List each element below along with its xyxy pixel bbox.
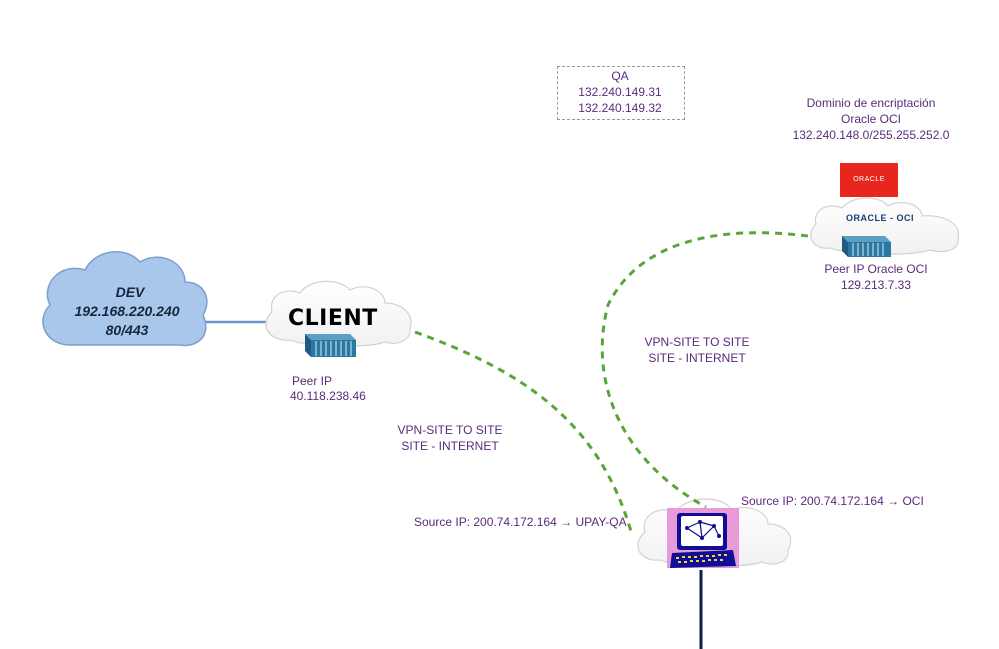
oracle-peer-label: Peer IP Oracle OCI	[824, 262, 928, 276]
qa-ip-1: 132.240.149.31	[578, 85, 662, 99]
vpn-tunnel-oracle	[600, 231, 809, 509]
client-peer-ip: 40.118.238.46	[290, 389, 366, 403]
dev-cloud	[42, 251, 208, 347]
dev-title: DEV	[115, 284, 145, 300]
source-ip-left: Source IP: 200.74.172.164 → UPAY-QA	[414, 515, 627, 529]
client-peer-label: Peer IP	[292, 374, 333, 388]
oracle-domain-line3: 132.240.148.0/255.255.252.0	[792, 128, 950, 142]
dev-ip: 192.168.220.240	[74, 303, 180, 319]
vpn-right-line1: VPN-SITE TO SITE	[644, 335, 750, 349]
source-ip-right: Source IP: 200.74.172.164 → OCI	[741, 494, 924, 508]
qa-box	[557, 66, 685, 120]
oracle-domain-line2: Oracle OCI	[840, 112, 901, 126]
oracle-logo: ORACLE	[840, 163, 898, 197]
vpn-left-line1: VPN-SITE TO SITE	[397, 423, 503, 437]
oracle-peer-ip: 129.213.7.33	[840, 278, 912, 292]
oracle-firewall-icon	[842, 236, 891, 257]
vpn-right-line2: SITE - INTERNET	[648, 351, 746, 365]
qa-title: QA	[611, 69, 629, 83]
client-firewall-icon	[305, 334, 356, 357]
vpn-tunnel-client	[414, 330, 634, 536]
oracle-cloud-label: ORACLE - OCI	[846, 213, 914, 223]
client-title: CLIENT	[288, 306, 378, 331]
oracle-domain-line1: Dominio de encriptación	[806, 96, 936, 110]
vpn-left-line2: SITE - INTERNET	[401, 439, 499, 453]
dev-ports: 80/443	[105, 322, 149, 338]
monitor-router-icon	[667, 508, 739, 568]
qa-ip-2: 132.240.149.32	[578, 101, 662, 115]
client-cloud	[265, 280, 412, 347]
